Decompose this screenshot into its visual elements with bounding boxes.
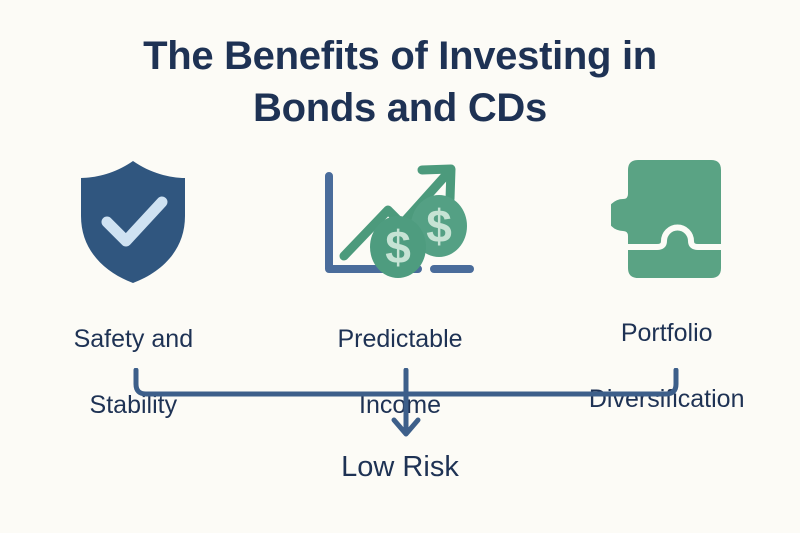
arrow-head-icon bbox=[391, 417, 421, 437]
outcome-label: Low Risk bbox=[341, 451, 459, 483]
svg-text:$: $ bbox=[385, 221, 411, 273]
benefit-item-safety-and-stability: Safety and Stability bbox=[0, 158, 267, 419]
benefit-label-line-2: Diversification bbox=[588, 385, 745, 413]
growth-chart-money-icon: $ $ bbox=[318, 158, 483, 286]
svg-text:$: $ bbox=[426, 200, 452, 252]
puzzle-piece-icon bbox=[610, 158, 723, 280]
coin-icon-front: $ bbox=[369, 216, 426, 278]
benefit-label-line-1: Safety and bbox=[73, 325, 194, 353]
connector-bracket-arrow bbox=[130, 367, 682, 448]
benefit-label-line-1: Portfolio bbox=[620, 319, 713, 347]
benefit-label-portfolio-diversification: Portfolio Diversification bbox=[589, 284, 745, 416]
title-line-2: Bonds and CDs bbox=[253, 86, 547, 130]
page-title: The Benefits of Investing in Bonds and C… bbox=[0, 30, 800, 134]
benefit-item-predictable-income: $ $ Predictable Income bbox=[267, 158, 534, 419]
benefit-label-line-1: Predictable bbox=[337, 325, 463, 353]
benefit-item-portfolio-diversification: Portfolio Diversification bbox=[533, 158, 800, 413]
title-line-1: The Benefits of Investing in bbox=[143, 34, 657, 78]
benefit-label-safety-and-stability: Safety and Stability bbox=[74, 290, 194, 422]
shield-check-icon bbox=[74, 158, 192, 286]
benefits-row: Safety and Stability bbox=[0, 158, 800, 419]
